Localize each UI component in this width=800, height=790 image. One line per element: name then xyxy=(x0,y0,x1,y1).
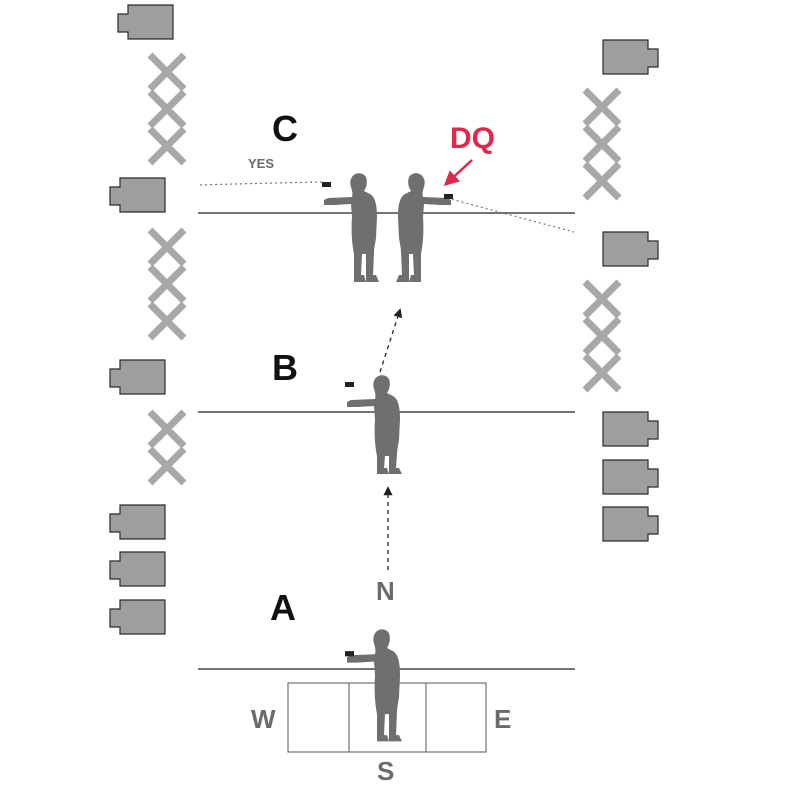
shooter-b xyxy=(345,375,402,474)
dq-arrow xyxy=(443,159,473,187)
direction-label-north: N xyxy=(376,576,395,606)
position-label-c: C xyxy=(272,108,298,149)
annotation-dq: DQ xyxy=(450,122,495,155)
line-of-fire-yes xyxy=(199,181,326,186)
position-label-a: A xyxy=(270,587,296,628)
target-icon xyxy=(602,411,659,447)
target-icon xyxy=(602,39,659,75)
line-of-fire-dq xyxy=(446,197,575,233)
target-icon xyxy=(109,599,166,635)
no-shoot-icon xyxy=(147,409,187,486)
move-arrow-b-to-c xyxy=(379,308,403,373)
shooter-c-left xyxy=(322,173,379,282)
target-icon xyxy=(109,504,166,540)
left-wall xyxy=(109,4,187,635)
direction-label-east: E xyxy=(494,704,511,734)
annotation-yes: YES xyxy=(248,156,274,171)
direction-label-south: S xyxy=(377,756,394,786)
target-icon xyxy=(602,506,659,542)
target-icon xyxy=(109,359,166,395)
target-icon xyxy=(602,231,659,267)
no-shoot-icon xyxy=(147,52,187,166)
shooter-a xyxy=(345,629,402,742)
shooter-c-right xyxy=(396,173,453,282)
target-icon xyxy=(109,177,166,213)
target-icon xyxy=(117,4,174,40)
no-shoot-icon xyxy=(147,227,187,341)
right-wall xyxy=(582,39,659,542)
position-label-b: B xyxy=(272,347,298,388)
direction-label-west: W xyxy=(251,704,276,734)
target-icon xyxy=(109,551,166,587)
no-shoot-icon xyxy=(582,279,622,393)
target-icon xyxy=(602,459,659,495)
no-shoot-icon xyxy=(582,87,622,201)
